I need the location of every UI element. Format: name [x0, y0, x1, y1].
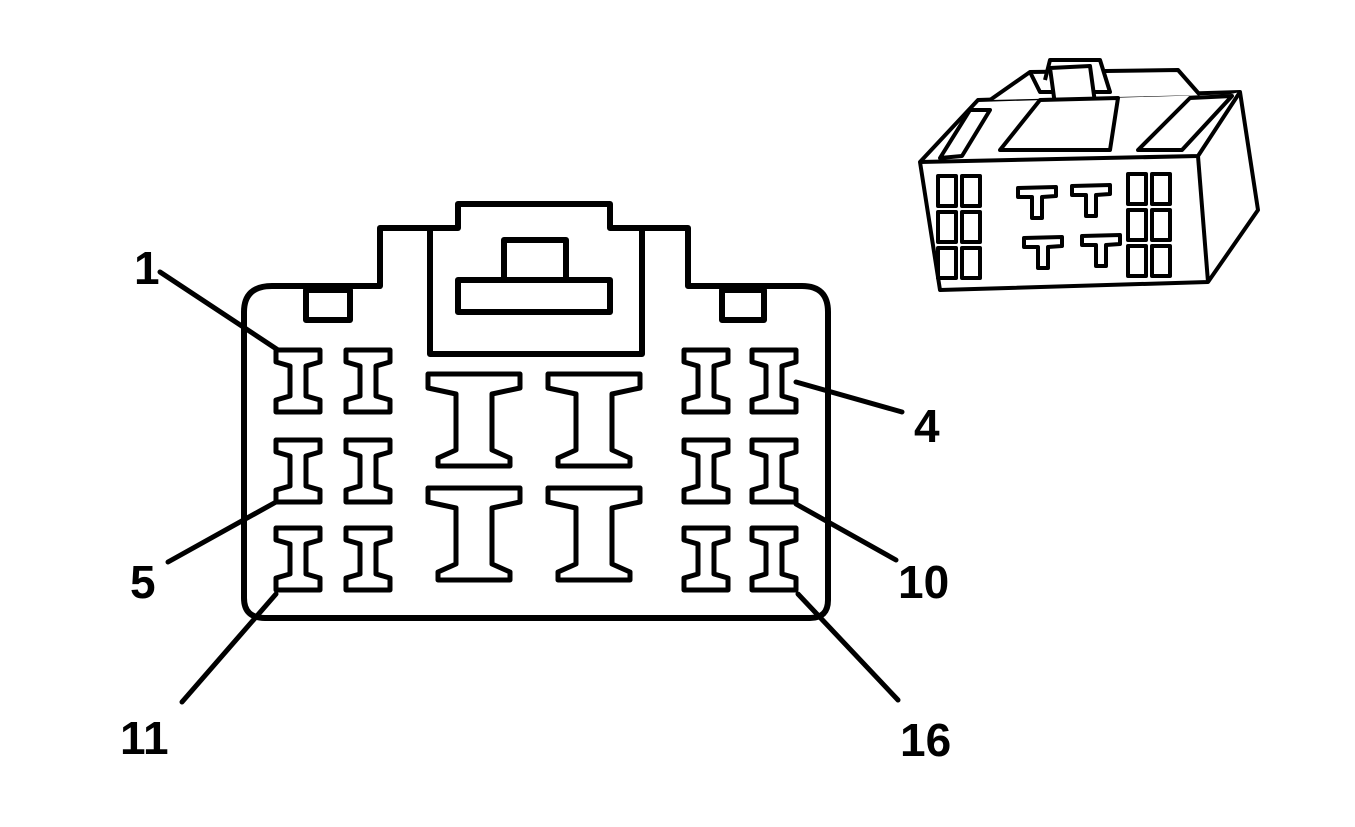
iso-cavity-r2c1	[936, 210, 958, 244]
iso-cavity-r1c2	[960, 174, 982, 208]
leader-line-5	[165, 499, 279, 565]
iso-cavity-large-3	[1022, 235, 1064, 270]
cavity-small-r3c1	[273, 525, 323, 593]
cavity-small-r2c1	[273, 437, 323, 505]
latch-tab	[455, 277, 613, 315]
cavity-large-2	[545, 371, 643, 469]
leader-line-10	[793, 501, 899, 563]
cavity-small-r1c4	[749, 347, 799, 415]
iso-cavity-r2c2	[960, 210, 982, 244]
iso-cavity-r3c4	[1150, 244, 1172, 278]
iso-cavity-r2c3	[1126, 208, 1148, 242]
cavity-large-1	[425, 371, 523, 469]
pin-label-11: 11	[120, 712, 169, 764]
cavity-small-r3c4	[749, 525, 799, 593]
leader-line-11	[179, 591, 279, 705]
leader-line-16	[795, 591, 901, 703]
cavity-large-3	[425, 485, 523, 583]
cavity-small-r1c1	[273, 347, 323, 415]
iso-cavity-r3c2	[960, 246, 982, 280]
connector-face-outline	[241, 201, 831, 621]
cavity-small-r3c2	[343, 525, 393, 593]
iso-cavity-r1c4	[1150, 172, 1172, 206]
latch-housing	[427, 225, 645, 357]
cavity-small-r1c3	[681, 347, 731, 415]
pin-label-10: 10	[898, 556, 949, 608]
leader-line-4	[793, 379, 905, 415]
cavity-large-4	[545, 485, 643, 583]
iso-cavity-large-2	[1070, 183, 1112, 218]
iso-cavity-r3c3	[1126, 244, 1148, 278]
pin-label-4: 4	[914, 400, 940, 452]
leader-line-1	[157, 269, 281, 353]
cavity-small-r1c2	[343, 347, 393, 415]
pin-label-1: 1	[134, 242, 160, 294]
latch-window	[501, 237, 569, 283]
terminal-cavities	[273, 347, 799, 593]
iso-cavity-large-1	[1016, 185, 1058, 220]
cavity-small-r3c3	[681, 525, 731, 593]
cavity-small-r2c3	[681, 437, 731, 505]
iso-cavity-r1c3	[1126, 172, 1148, 206]
pin-label-16: 16	[900, 714, 951, 766]
pin-label-5: 5	[130, 556, 156, 608]
iso-cavity-large-4	[1080, 233, 1122, 268]
iso-cavity-r3c1	[936, 246, 958, 280]
cavity-small-r2c4	[749, 437, 799, 505]
key-notch-right	[719, 287, 767, 323]
connector-isometric-view	[918, 58, 1260, 292]
iso-cavity-r1c1	[936, 174, 958, 208]
iso-cavity-r2c4	[1150, 208, 1172, 242]
cavity-small-r2c2	[343, 437, 393, 505]
key-notch-left	[303, 287, 353, 323]
